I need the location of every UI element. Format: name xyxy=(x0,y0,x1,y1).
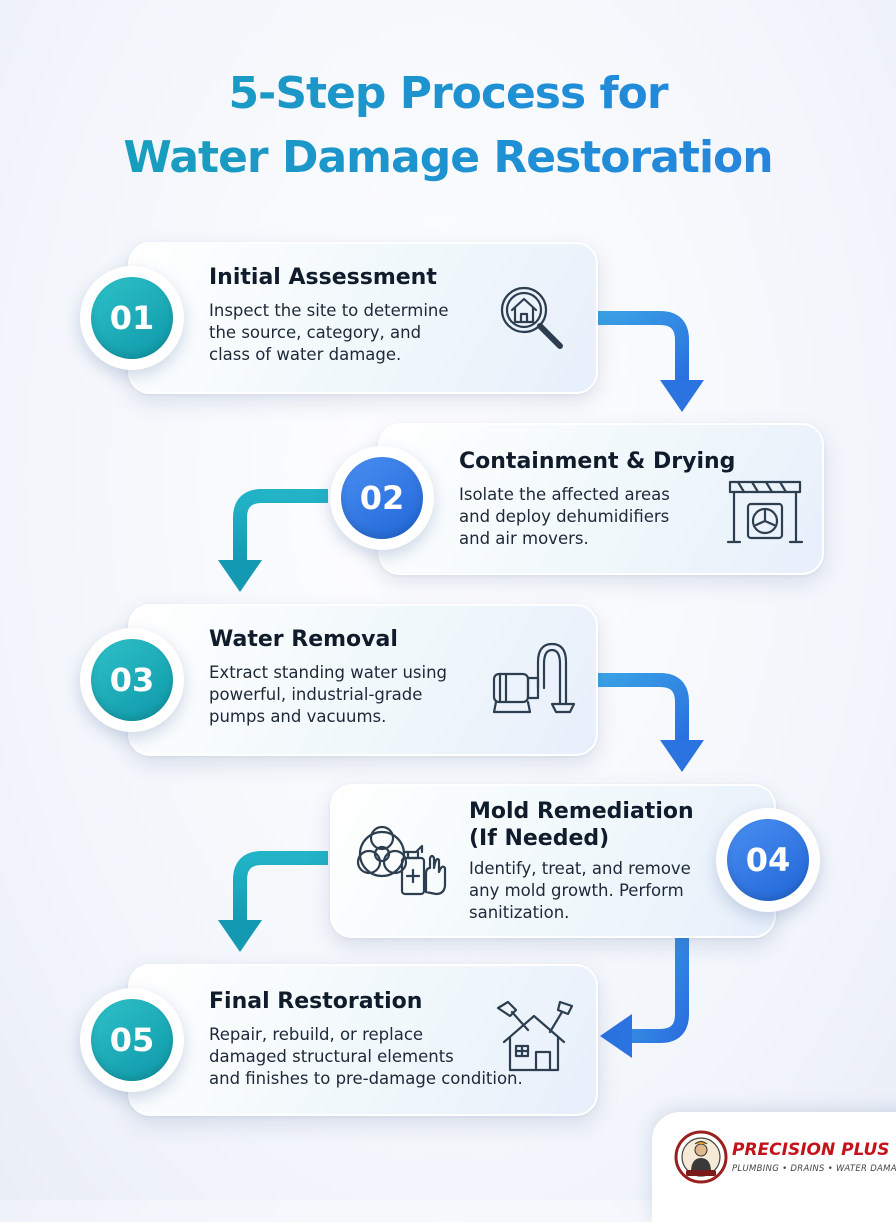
step-title-4: Mold Remediation (If Needed) xyxy=(469,799,694,851)
step-description-1: Inspect the site to determine the source… xyxy=(209,301,449,364)
step-number-3: 03 xyxy=(91,639,173,721)
step-number-5: 05 xyxy=(91,999,173,1081)
pump-vacuum-icon xyxy=(490,638,576,718)
step-card-3 xyxy=(128,604,598,756)
arrow-3-to-4-head xyxy=(660,740,704,772)
arrow-2-to-3-head xyxy=(218,560,262,592)
step-title-3: Water Removal xyxy=(209,627,398,652)
step-description-3: Extract standing water using powerful, i… xyxy=(209,663,448,726)
arrow-4-to-5-left xyxy=(233,851,328,922)
barrier-fan-icon xyxy=(724,476,806,548)
step-card-1 xyxy=(128,242,598,394)
arrow-3-to-4 xyxy=(596,673,689,742)
arrow-1-to-2 xyxy=(596,311,689,382)
brand-name: PRECISION PLUS xyxy=(732,1140,890,1160)
step-badge-4: 04 xyxy=(716,808,820,912)
arrow-2-to-3 xyxy=(233,489,328,562)
step-badge-3: 03 xyxy=(80,628,184,732)
step-number-1: 01 xyxy=(91,277,173,359)
step-title-1: Initial Assessment xyxy=(209,265,437,290)
house-hammers-icon xyxy=(494,998,580,1074)
step-title-2: Containment & Drying xyxy=(459,449,736,474)
step-badge-5: 05 xyxy=(80,988,184,1092)
brand-logo-card: PRECISION PLUS PLUMBING • DRAINS • WATER… xyxy=(652,1112,896,1222)
step-description-4: Identify, treat, and remove any mold gro… xyxy=(469,859,691,922)
step-number-2: 02 xyxy=(341,457,423,539)
biohazard-spray-icon xyxy=(352,818,452,898)
step-card-2 xyxy=(378,423,824,575)
brand-tagline: PLUMBING • DRAINS • WATER DAMAGE xyxy=(732,1164,896,1174)
step-badge-2: 02 xyxy=(330,446,434,550)
arrow-4-to-5-right-head xyxy=(600,1014,632,1058)
step-badge-1: 01 xyxy=(80,266,184,370)
step-description-2: Isolate the affected areas and deploy de… xyxy=(459,485,670,548)
arrow-4-to-5-left-head xyxy=(218,920,262,952)
arrow-4-to-5-right xyxy=(630,936,689,1043)
step-number-4: 04 xyxy=(727,819,809,901)
house-magnifier-icon xyxy=(494,280,570,356)
step-card-4 xyxy=(330,784,776,938)
step-description-5: Repair, rebuild, or replace damaged stru… xyxy=(209,1025,523,1088)
brand-logo-icon xyxy=(674,1130,728,1189)
arrow-1-to-2-head xyxy=(660,380,704,412)
step-title-5: Final Restoration xyxy=(209,989,423,1014)
